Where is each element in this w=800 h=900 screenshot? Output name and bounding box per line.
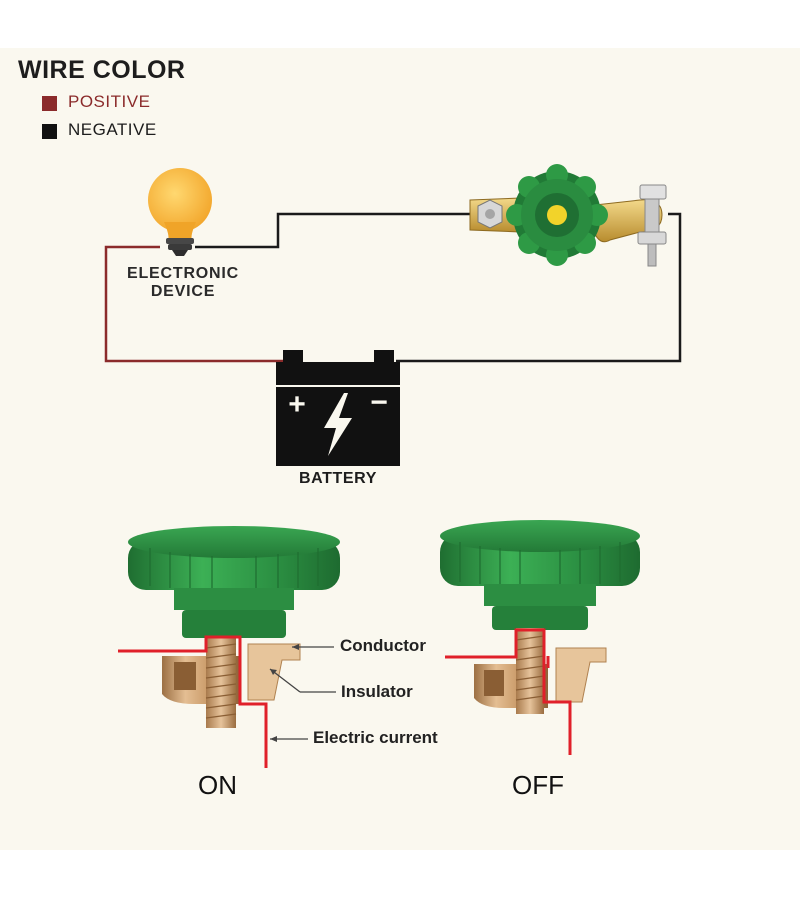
lightning-bolt-icon — [324, 393, 352, 456]
legend-negative-label: NEGATIVE — [68, 120, 157, 139]
legend-negative-swatch — [42, 124, 57, 139]
device-label-line2: DEVICE — [150, 283, 216, 300]
negative-wire-top — [195, 212, 470, 249]
battery-icon — [276, 350, 400, 466]
conductor-label: Conductor — [340, 636, 426, 655]
positive-wire — [104, 245, 292, 363]
legend-positive-label: POSITIVE — [68, 92, 151, 111]
circuit-wires — [104, 212, 682, 363]
battery-plus-sign: + — [288, 388, 306, 421]
legend-title: WIRE COLOR — [18, 56, 186, 84]
insulator-label: Insulator — [341, 682, 413, 701]
battery-minus-sign: − — [370, 386, 388, 419]
electric-current-label: Electric current — [313, 728, 438, 747]
on-state-label: ON — [198, 770, 237, 800]
cutaway-off-view — [440, 520, 640, 755]
battery-disconnect-switch-icon — [469, 164, 667, 267]
light-bulb-icon — [148, 168, 212, 256]
device-label-line1: ELECTRONIC — [127, 265, 239, 282]
current-path-off — [445, 628, 572, 755]
off-state-label: OFF — [512, 770, 564, 800]
battery-label: BATTERY — [299, 470, 377, 487]
negative-wire-right — [396, 212, 682, 363]
cutaway-on-view — [118, 526, 340, 768]
callout-arrows — [269, 644, 336, 742]
current-path-on — [118, 635, 268, 768]
legend-positive-swatch — [42, 96, 57, 111]
